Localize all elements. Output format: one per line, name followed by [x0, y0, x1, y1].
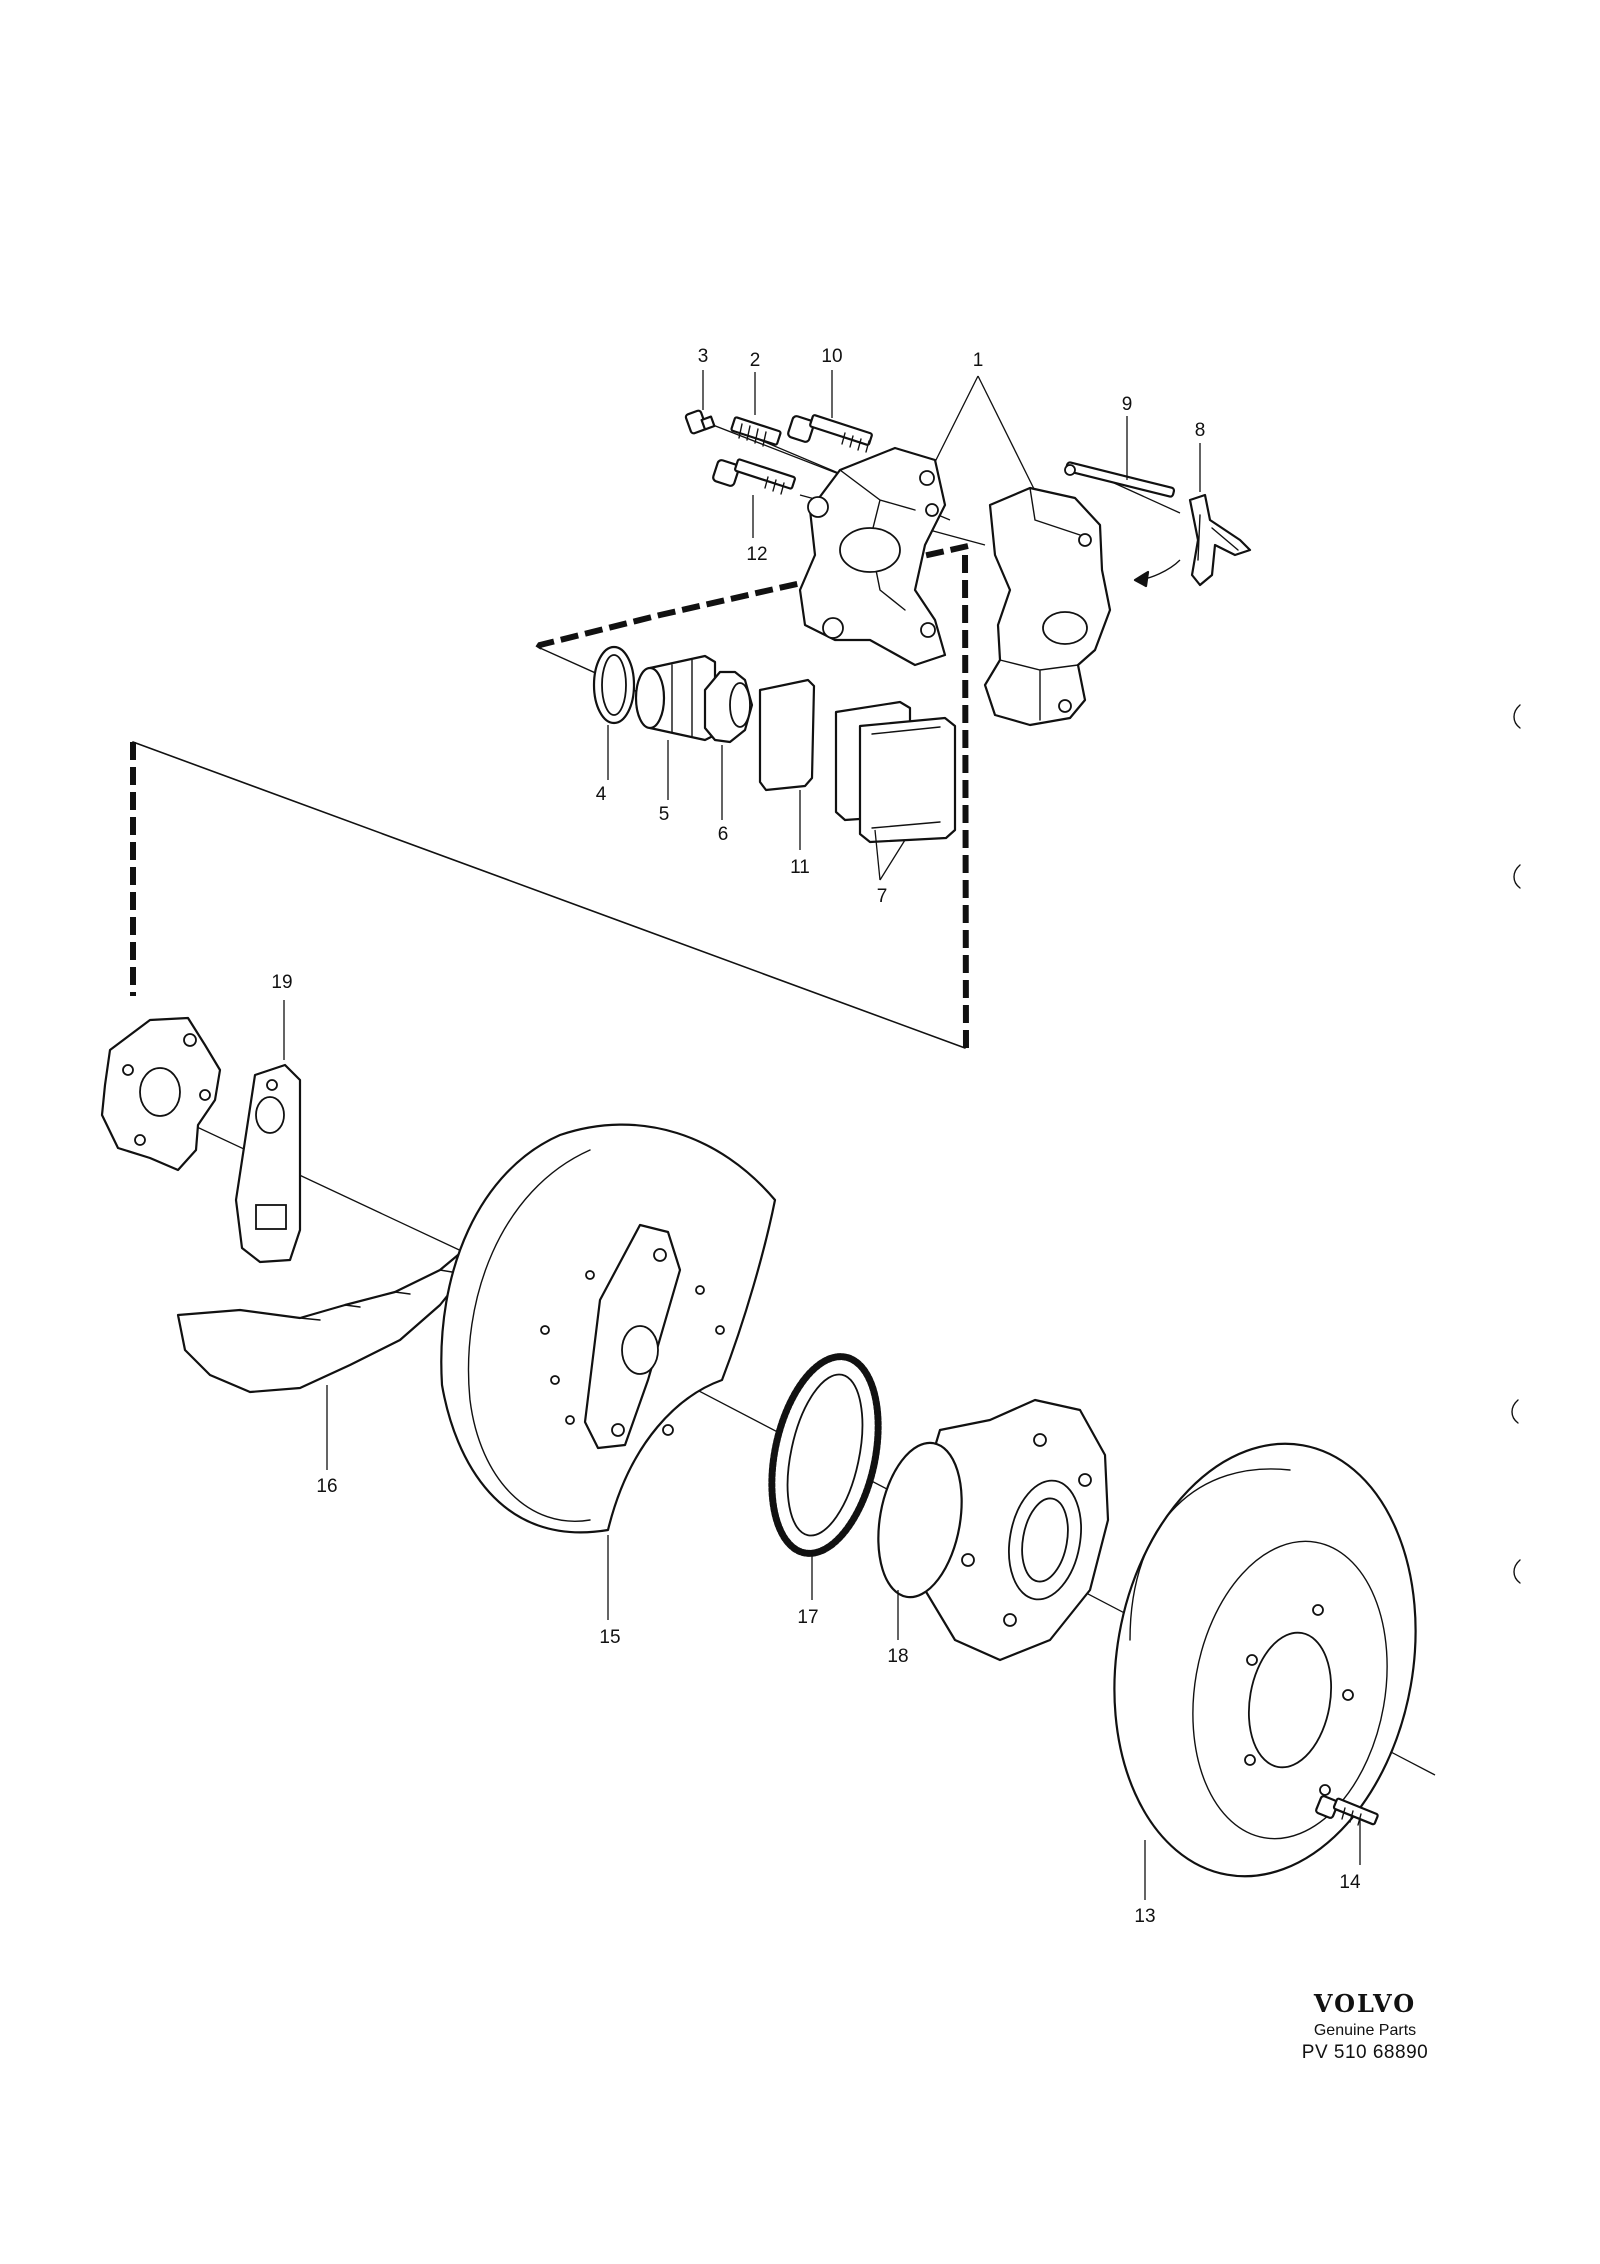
part-19-flange [100, 1016, 222, 1172]
callout-9: 9 [1122, 394, 1133, 415]
callout-7: 7 [877, 886, 888, 907]
part-18-hub [877, 1398, 1110, 1662]
part-6-dust-boot [703, 670, 754, 744]
part-14-wheel-stud [1315, 1795, 1379, 1826]
callout-12: 12 [746, 544, 767, 565]
brand-tagline: Genuine Parts [1313, 2022, 1417, 2039]
callout-labels: 1 2 3 4 5 6 7 8 9 10 11 12 13 14 15 16 1… [271, 346, 1361, 1927]
callout-3: 3 [698, 346, 709, 367]
callout-1: 1 [973, 350, 984, 371]
part-3-bleed-screw [684, 409, 716, 435]
part-11-shim [758, 678, 816, 792]
part-7-brake-pads [834, 700, 957, 844]
part-13-brake-disc [1113, 1442, 1417, 1878]
part-1-caliper-housing [983, 486, 1112, 727]
callout-5: 5 [659, 804, 670, 825]
callout-17: 17 [797, 1607, 818, 1628]
part-4-seal-ring [592, 645, 636, 725]
callout-4: 4 [596, 784, 607, 805]
part-8-spring-clip [1133, 493, 1252, 588]
callout-2: 2 [750, 350, 761, 371]
part-10-bolt [787, 414, 873, 453]
callout-8: 8 [1195, 420, 1206, 441]
part-19-plate [234, 1063, 302, 1264]
callout-6: 6 [718, 824, 729, 845]
callout-leaders [283, 370, 1361, 1900]
part-2-threaded-pin [730, 416, 782, 447]
part-1-caliper-bracket [798, 446, 947, 667]
callout-11: 11 [790, 857, 810, 878]
part-9-guide-pin [1064, 461, 1176, 498]
brand-block: VOLVO Genuine Parts PV 510 68890 [1265, 1992, 1465, 2064]
callout-16: 16 [316, 1476, 337, 1497]
brand-logo: VOLVO [1313, 1989, 1417, 2018]
callout-19: 19 [271, 972, 292, 993]
part-17-tone-ring [768, 1353, 882, 1557]
callout-18: 18 [887, 1646, 908, 1667]
callout-15: 15 [599, 1627, 620, 1648]
callout-14: 14 [1339, 1872, 1361, 1893]
diagram-code: PV 510 68890 [1301, 2042, 1429, 2063]
scan-marks [1511, 704, 1521, 1584]
part-5-piston [634, 654, 717, 742]
part-12-bolt [712, 458, 796, 495]
part-15-splash-shield [440, 1123, 777, 1534]
part-16-shield [176, 1233, 480, 1394]
callout-13: 13 [1134, 1906, 1155, 1927]
callout-10: 10 [821, 346, 842, 367]
